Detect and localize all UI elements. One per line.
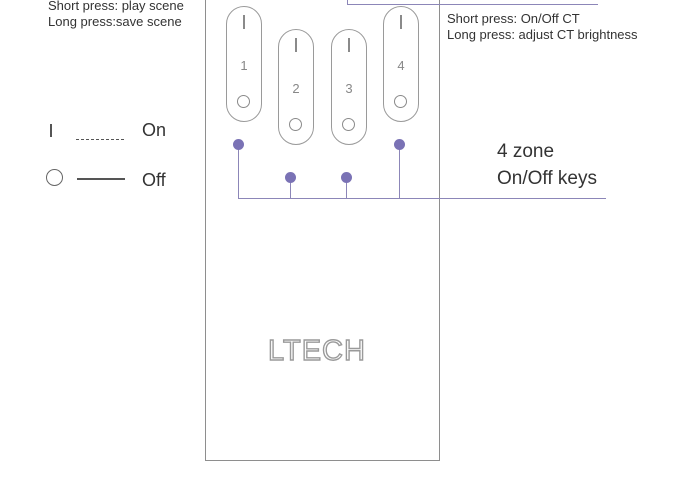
key-number: 2 [292, 81, 300, 96]
on-symbol-icon [295, 38, 297, 52]
key-number: 4 [397, 58, 405, 73]
on-symbol-icon [243, 15, 245, 29]
scene-short-press-note: Short press: play scene [48, 0, 184, 13]
key-number: 1 [240, 58, 248, 73]
ltech-logo: LTECH [267, 334, 366, 367]
leader-dot-key-4 [394, 139, 405, 150]
on-symbol-icon [50, 124, 52, 137]
zone-leader-line [238, 198, 606, 200]
ct-callout-tick [347, 0, 349, 5]
key-1[interactable]: 1 [226, 6, 262, 122]
leader-dot-key-3 [341, 172, 352, 183]
key-number: 3 [345, 81, 353, 96]
key-3[interactable]: 3 [331, 29, 367, 145]
ct-short-press-note: Short press: On/Off CT [447, 11, 580, 26]
leader-line-key-1 [238, 144, 240, 199]
leader-dot-key-2 [285, 172, 296, 183]
zone-label-line2: On/Off keys [497, 168, 597, 189]
off-solid-line [77, 178, 125, 180]
leader-line-key-2 [290, 177, 292, 199]
zone-label-line1: 4 zone [497, 141, 555, 162]
off-symbol-icon [394, 95, 407, 108]
on-symbol-icon [348, 38, 350, 52]
key-4[interactable]: 4 [383, 6, 419, 122]
leader-line-key-3 [346, 177, 348, 199]
key-2[interactable]: 2 [278, 29, 314, 145]
off-symbol-icon [342, 118, 355, 131]
on-dashed-line [76, 139, 124, 140]
off-symbol-icon [289, 118, 302, 131]
ct-callout-line [347, 4, 598, 6]
scene-long-press-note: Long press:save scene [48, 14, 182, 29]
on-symbol-icon [400, 15, 402, 29]
legend-on-label: On [142, 120, 167, 140]
off-symbol-icon [46, 169, 63, 186]
leader-line-key-4 [399, 144, 401, 199]
legend-off-label: Off [142, 170, 166, 190]
ct-long-press-note: Long press: adjust CT brightness [447, 27, 638, 42]
off-symbol-icon [237, 95, 250, 108]
leader-dot-key-1 [233, 139, 244, 150]
